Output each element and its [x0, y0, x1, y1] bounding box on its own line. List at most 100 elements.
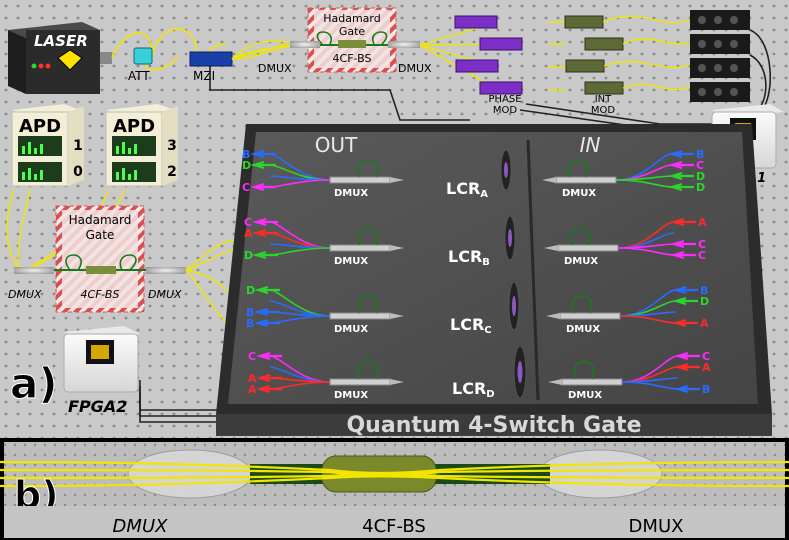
in-channel-letter: C: [698, 249, 706, 262]
quantum-switch-box: Quantum 4-Switch Gate OUT IN: [216, 124, 772, 438]
mzi-label: MZI: [193, 69, 215, 83]
out-arrow: [254, 318, 280, 328]
in-dmux-tip: [544, 245, 558, 251]
in-dmux-label: DMUX: [564, 256, 598, 267]
out-dmux-body: [329, 378, 391, 386]
apd-right-digit-3: 3: [167, 138, 177, 154]
in-dmux-label: DMUX: [566, 324, 600, 335]
panel-b-right-label: DMUX: [629, 516, 684, 537]
panel-b-left-label: DMUX: [113, 516, 169, 537]
apd-left: APD 1 0: [11, 104, 84, 187]
lcr-cells: [500, 149, 527, 399]
fpga2-board: FPGA2: [63, 326, 140, 416]
out-arrow: [256, 384, 282, 394]
phase-modulators: [454, 15, 523, 95]
in-arrow: [670, 250, 696, 260]
in-arrow: [672, 285, 698, 295]
panel-b-center-label: 4CF-BS: [362, 516, 426, 537]
in-arrow: [668, 160, 694, 170]
in-arrow: [674, 351, 700, 361]
in-channel-letter: D: [696, 181, 705, 194]
top-dmux-right-body: [388, 41, 420, 48]
out-arrow: [250, 160, 276, 170]
out-dmux-label: DMUX: [334, 256, 368, 267]
out-dmux-tip: [390, 177, 404, 183]
attenuator: [133, 47, 153, 65]
left-hadamard-gate: Hadamard Gate 4CF-BS: [55, 205, 145, 313]
apd-left-label: APD: [19, 116, 61, 137]
in-channel-letter: C: [702, 350, 710, 363]
out-arrow: [252, 250, 278, 260]
in-dmux-body: [561, 378, 623, 386]
in-dmux-body: [559, 312, 621, 320]
in-arrow: [672, 318, 698, 328]
in-dmux-tip: [548, 379, 562, 385]
out-fiber-loop: [357, 226, 379, 246]
out-arrow: [252, 228, 278, 238]
apd-right-label: APD: [113, 116, 155, 137]
apd-left-digit-0: 0: [73, 164, 83, 180]
out-channel-letter: B: [246, 306, 254, 319]
in-dmux-label: DMUX: [568, 390, 602, 401]
panel-a-letter: a): [10, 359, 58, 408]
top-dmux-right-label: DMUX: [398, 62, 432, 75]
out-channel-letter: A: [248, 383, 257, 396]
left-dmux-left-body: [14, 267, 54, 274]
out-channel-letter: D: [246, 284, 255, 297]
left-hadamard-label-2: Gate: [86, 228, 115, 242]
mod-fiber-loops: [602, 15, 691, 91]
in-channel-letter: A: [698, 216, 707, 229]
top-dmux-left-body: [290, 41, 320, 48]
int-mod-label-2: MOD: [591, 105, 615, 116]
out-channel-letter: B: [242, 148, 250, 161]
in-channel-letter: A: [702, 361, 711, 374]
att-label: ATT: [128, 69, 150, 83]
out-channel-letter: B: [246, 317, 254, 330]
top-dmux-left-label: DMUX: [258, 62, 292, 75]
left-dmux-right-body: [146, 267, 186, 274]
in-dmux-body: [555, 176, 617, 184]
phase-mod-label-2: MOD: [493, 105, 517, 116]
left-dmux-right-label: DMUX: [148, 288, 182, 301]
top-bs-label: 4CF-BS: [333, 52, 372, 65]
out-label: OUT: [315, 133, 358, 157]
in-arrow: [670, 239, 696, 249]
mzi-block: [189, 51, 233, 67]
out-channel-letter: A: [244, 227, 253, 240]
out-dmux-tip: [390, 313, 404, 319]
in-fiber-loop: [569, 226, 591, 246]
out-fiber-loop: [357, 294, 379, 314]
out-dmux-label: DMUX: [334, 188, 368, 199]
out-fiber-loop: [357, 360, 379, 380]
in-arrow: [668, 149, 694, 159]
out-dmux-body: [329, 312, 391, 320]
lcr-a-label: LCRA: [446, 179, 488, 200]
in-channel-letter: D: [696, 170, 705, 183]
in-channel-letter: B: [702, 383, 710, 396]
in-label: IN: [580, 133, 601, 157]
in-channel-letter: C: [696, 159, 704, 172]
in-dmux-tip: [546, 313, 560, 319]
apd-right-digit-2: 2: [167, 164, 177, 180]
in-channel-letter: A: [700, 317, 709, 330]
output-connectors-top-right: [690, 10, 750, 102]
in-channel-group: DMUX CAB: [548, 350, 711, 401]
out-dmux-tip: [390, 379, 404, 385]
in-channel-letter: B: [700, 284, 708, 297]
in-arrow: [668, 171, 694, 181]
panel-a: LASER ATT MZI Hadamard Gate 4CF-BS: [0, 0, 789, 438]
in-dmux-label: DMUX: [562, 188, 596, 199]
out-arrow: [254, 285, 280, 295]
out-fiber-loop: [357, 158, 379, 178]
out-dmux-label: DMUX: [334, 324, 368, 335]
box-title: Quantum 4-Switch Gate: [346, 413, 641, 438]
fpga2-label: FPGA2: [68, 397, 127, 416]
in-arrow: [674, 384, 700, 394]
